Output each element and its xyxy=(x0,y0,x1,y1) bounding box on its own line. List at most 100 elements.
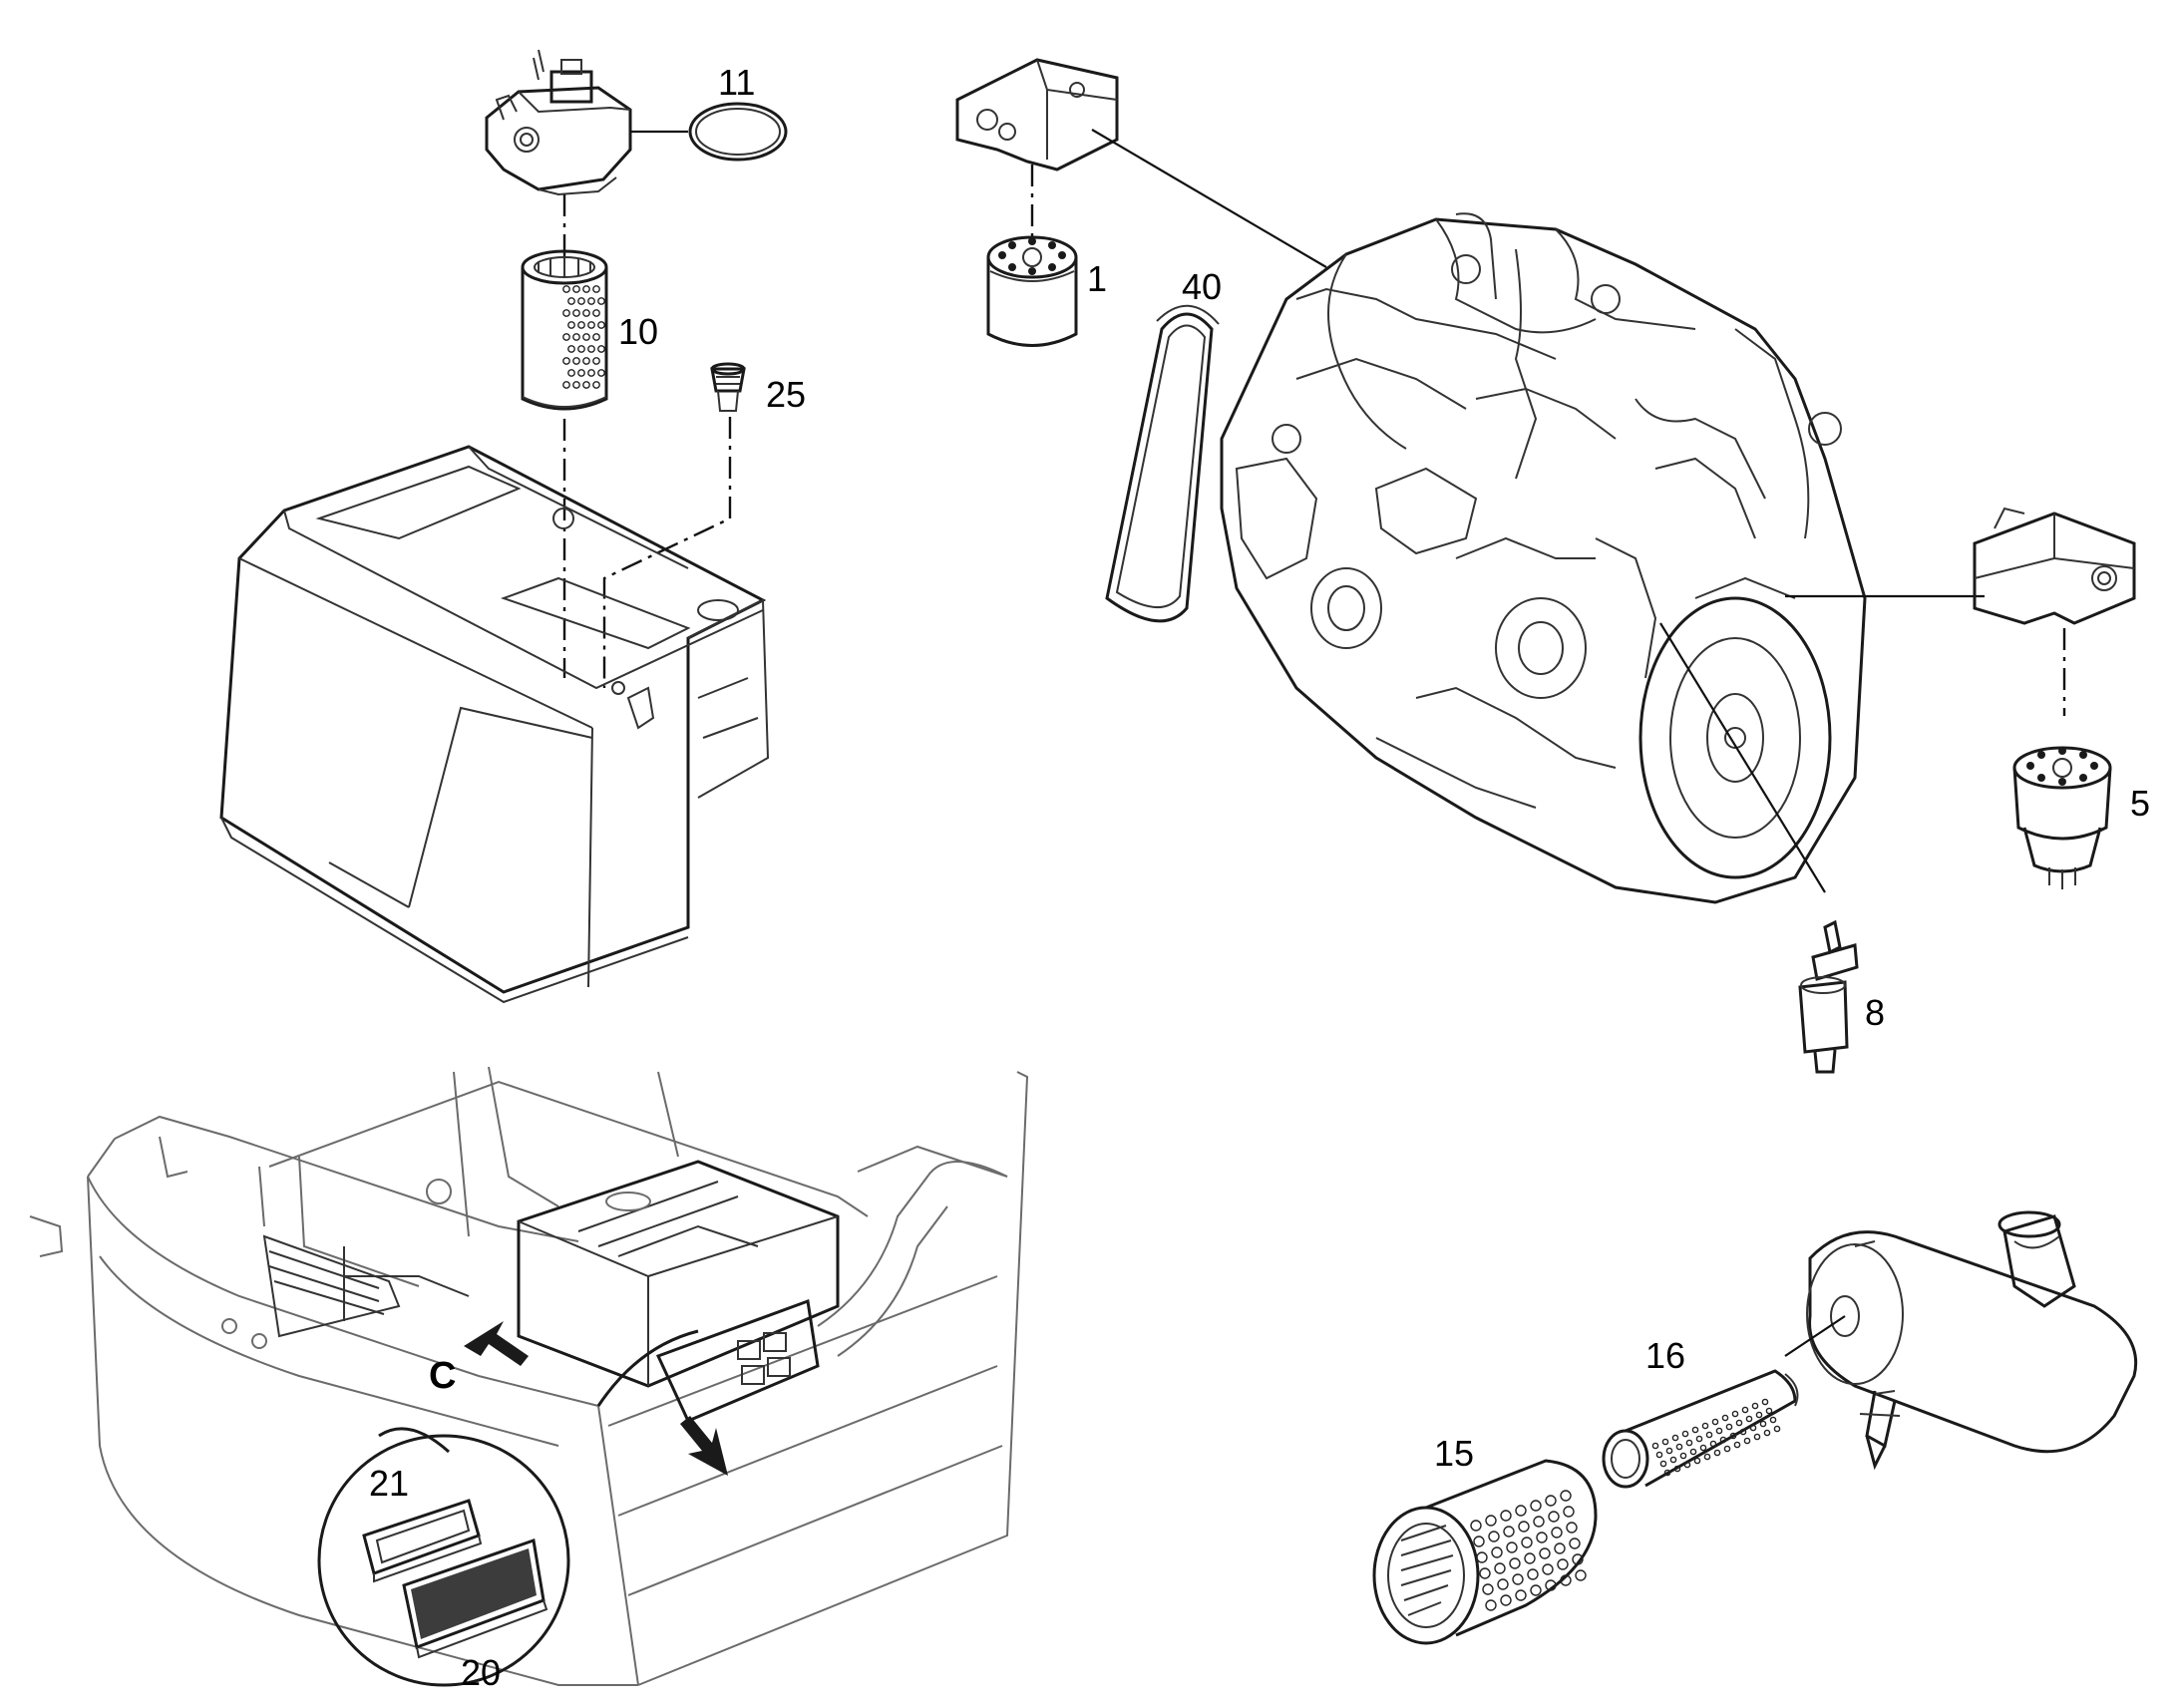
perforation-dot xyxy=(1745,1415,1753,1423)
perforation-dot xyxy=(582,333,590,341)
perforation-dot xyxy=(1663,1469,1671,1477)
perforation-dot xyxy=(1711,1418,1719,1426)
perforation-dot xyxy=(1715,1427,1723,1435)
perforation-dot xyxy=(1539,1547,1551,1559)
perforation-dot xyxy=(572,309,580,317)
callout-11: 11 xyxy=(718,62,755,103)
perforation-dot xyxy=(1530,1584,1542,1596)
perforation-dot xyxy=(1743,1437,1751,1445)
perforation-dot xyxy=(1675,1443,1683,1451)
perforation-dot xyxy=(592,381,600,389)
arrow-top xyxy=(464,1321,529,1366)
callout-5: 5 xyxy=(2130,783,2150,824)
perforation-dot xyxy=(577,345,585,353)
perforation-dot xyxy=(587,345,595,353)
perforation-dot xyxy=(592,333,600,341)
perforation-dot xyxy=(572,285,580,293)
perforation-dot xyxy=(592,357,600,365)
perforation-dot xyxy=(1536,1532,1548,1543)
detail-bubble xyxy=(317,1329,699,1687)
oil-filter-head xyxy=(955,58,1327,268)
perforation-dot xyxy=(572,381,580,389)
view-label-c: C xyxy=(429,1355,456,1397)
safety-element-16 xyxy=(1602,1369,1799,1489)
primary-element-15 xyxy=(1372,1459,1598,1645)
perforation-dot xyxy=(1500,1510,1512,1522)
perforation-dot xyxy=(1515,1589,1527,1601)
fuel-filter-5 xyxy=(2012,746,2112,889)
perforation-dot xyxy=(1485,1515,1497,1527)
callout-40: 40 xyxy=(1182,266,1222,307)
callout-21: 21 xyxy=(369,1463,409,1504)
hydraulic-filter-head xyxy=(485,49,632,196)
perforation-dot xyxy=(1563,1506,1575,1518)
perforation-dot xyxy=(1533,1516,1545,1528)
perforation-dot xyxy=(567,297,575,305)
perforation-dot xyxy=(1661,1438,1669,1446)
primary-element-perforations xyxy=(1470,1490,1587,1611)
perforation-dot xyxy=(1551,1527,1563,1538)
hydraulic-tank xyxy=(219,445,770,1004)
cabin-filter-20 xyxy=(402,1538,548,1659)
perforation-dot xyxy=(577,297,585,305)
perforation-dot xyxy=(597,321,605,329)
perforation-dot xyxy=(1703,1453,1711,1461)
perforation-dot xyxy=(1503,1526,1515,1537)
perforation-dot xyxy=(567,369,575,377)
perforation-dot xyxy=(592,309,600,317)
sensor-8 xyxy=(1798,919,1859,1074)
v-belt-40 xyxy=(1105,304,1220,623)
center-line xyxy=(602,417,732,688)
perforation-dot xyxy=(1518,1521,1530,1533)
perforation-dot xyxy=(1497,1578,1509,1590)
perforation-dot xyxy=(1669,1456,1677,1464)
perforation-dot xyxy=(1685,1439,1693,1447)
perforation-dot xyxy=(1560,1574,1572,1586)
hydraulic-filter-element-10 xyxy=(521,249,608,411)
perforation-dot xyxy=(1545,1495,1557,1507)
perforation-dot xyxy=(1470,1520,1482,1532)
perforation-dot xyxy=(1753,1433,1761,1441)
perforation-dot xyxy=(1554,1542,1566,1554)
perforation-dot xyxy=(562,285,570,293)
perforation-dot xyxy=(1491,1546,1503,1558)
perforation-dot xyxy=(1509,1557,1521,1569)
o-ring-11 xyxy=(630,102,788,162)
perforation-dot xyxy=(1521,1537,1533,1548)
perforation-dot xyxy=(1741,1406,1749,1414)
perforation-dot xyxy=(1572,1553,1584,1565)
perforation-dot xyxy=(1515,1505,1527,1517)
cab-hvac-assembly xyxy=(29,1066,1029,1686)
perforation-dot xyxy=(577,321,585,329)
perforation-dot xyxy=(1749,1424,1757,1432)
perforation-dot xyxy=(1524,1552,1536,1564)
perforation-dot xyxy=(1527,1568,1539,1580)
perforation-dot xyxy=(1673,1465,1681,1473)
perforation-dot xyxy=(1488,1531,1500,1542)
perforation-dot xyxy=(1705,1431,1713,1439)
perforation-dot xyxy=(1751,1402,1759,1410)
perforation-dot xyxy=(592,285,600,293)
perforation-dot xyxy=(597,297,605,305)
perforation-dot xyxy=(1721,1414,1729,1422)
fuel-filter-head xyxy=(1973,507,2136,625)
perforation-dot xyxy=(587,321,595,329)
perforation-dot xyxy=(587,297,595,305)
safety-element-perforations xyxy=(1651,1398,1781,1477)
perforation-dot xyxy=(1763,1429,1771,1437)
perforation-dot xyxy=(582,309,590,317)
perforation-dot xyxy=(1542,1563,1554,1575)
perforation-dot xyxy=(1765,1407,1773,1415)
perforation-dot xyxy=(1494,1562,1506,1574)
perforation-dot xyxy=(1681,1430,1689,1438)
perforation-dot xyxy=(582,285,590,293)
cabin-filter-frame-21 xyxy=(362,1499,483,1583)
oil-filter-1 xyxy=(986,235,1078,347)
perforation-dot xyxy=(1651,1442,1659,1450)
breather-cap-25 xyxy=(710,362,746,412)
perforation-dot xyxy=(1683,1461,1691,1469)
perforation-dot xyxy=(1482,1583,1494,1595)
perforation-dot xyxy=(562,357,570,365)
callout-16: 16 xyxy=(1645,1335,1685,1376)
